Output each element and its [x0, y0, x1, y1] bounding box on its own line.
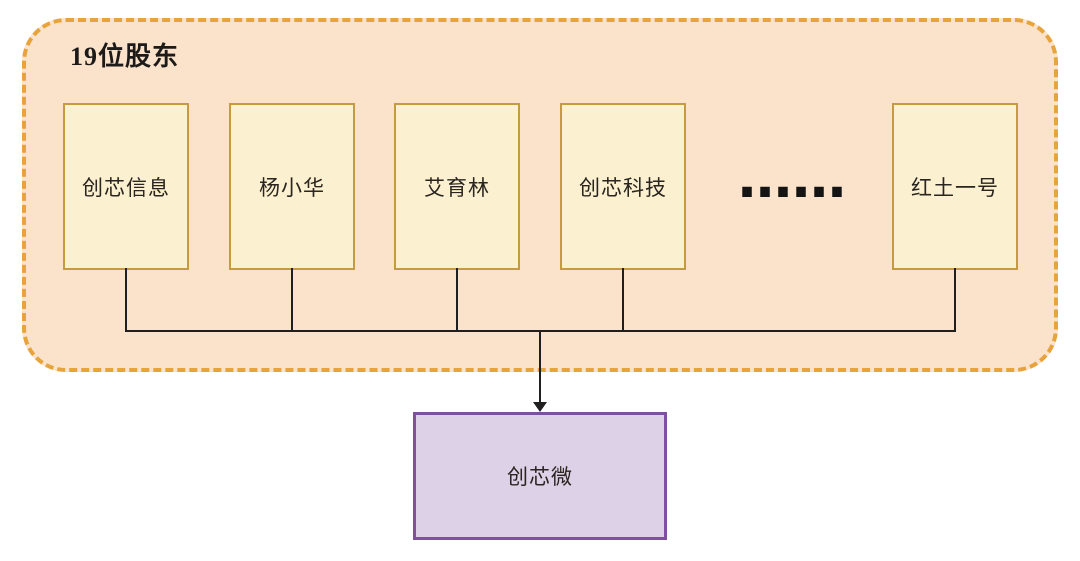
connector-drop-2	[291, 268, 293, 332]
shareholder-box-chuangxin-xinxi: 创芯信息	[63, 103, 189, 270]
connector-center-drop	[539, 330, 541, 404]
shareholder-group-container: 19位股东	[22, 18, 1058, 372]
shareholder-box-label: 创芯科技	[579, 175, 667, 200]
shareholder-box-yang-xiaohua: 杨小华	[229, 103, 355, 270]
arrowhead-down-icon	[533, 402, 547, 412]
connector-drop-3	[456, 268, 458, 332]
shareholder-box-label: 红土一号	[911, 175, 999, 200]
shareholder-box-chuangxin-keji: 创芯科技	[560, 103, 686, 270]
shareholder-box-label: 杨小华	[259, 175, 325, 200]
target-company-box: 创芯微	[413, 412, 667, 540]
target-company-label: 创芯微	[507, 465, 573, 489]
connector-drop-4	[622, 268, 624, 332]
ellipsis-dots: ……	[738, 147, 846, 210]
connector-drop-5	[954, 268, 956, 332]
shareholder-box-hongtu-yihao: 红土一号	[892, 103, 1018, 270]
shareholder-group-label: 19位股东	[70, 42, 180, 71]
shareholder-box-label: 艾育林	[424, 175, 490, 200]
connector-drop-1	[125, 268, 127, 332]
shareholder-box-label: 创芯信息	[82, 175, 170, 200]
shareholder-box-ai-yulin: 艾育林	[394, 103, 520, 270]
